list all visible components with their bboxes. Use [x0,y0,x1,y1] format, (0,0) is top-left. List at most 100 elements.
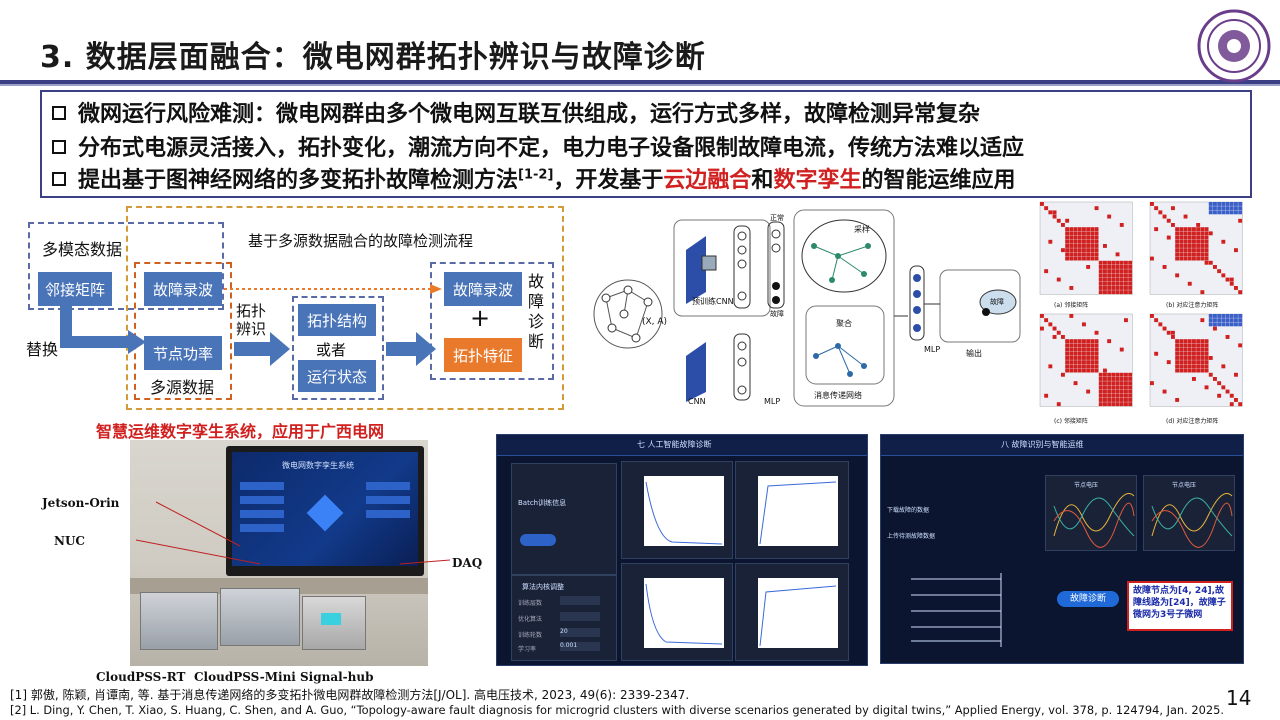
run-state-box: 运行状态 [298,360,376,392]
heatmap-cell [1090,343,1095,348]
gnn-architecture-diagram: (X, A) 预训练CNN 正常 故障 CNN MLP 采样 聚合 消息传递网络… [593,209,1021,407]
highlight-cloud-edge: 云边融合 [663,168,752,193]
heatmap-cell [1069,347,1074,352]
twin-caption: 智慧运维数字孪生系统，应用于广西电网 [96,422,385,441]
heatmap-cell [1179,235,1184,240]
heatmap-cell [1090,244,1095,248]
heatmap-cell [1196,248,1201,253]
heatmap-cell [1187,244,1192,248]
heatmap-cell [1124,273,1128,278]
lr-input[interactable]: 0.001 [560,642,600,651]
heatmap-cell [1119,389,1124,394]
heatmap-cell [1086,356,1091,360]
heatmap-cell [1098,290,1103,295]
heatmap-cell [1124,377,1128,381]
cnn-label: CNN [688,397,706,406]
heatmap-cell [1107,377,1112,381]
heatmap-cell [1098,385,1103,390]
heatmap-cell [1103,385,1107,390]
heatmap-cell [1234,372,1238,377]
heatmap-cell [1073,347,1078,352]
heatmap-cell [1229,202,1234,206]
university-seal-icon [1197,9,1271,83]
heatmap-cell [1124,277,1128,282]
heatmap-cell [1077,347,1082,352]
heatmap-cell [1171,206,1175,211]
heatmap-cell [1187,235,1192,240]
optimizer-select[interactable] [560,612,600,621]
heatmap-cell [1111,377,1116,381]
heatmap-cell [1200,235,1205,240]
heatmap-cell [1175,343,1180,348]
heatmap-cell [1238,218,1243,223]
heatmap-cell [1077,368,1082,373]
heatmap-cell [1115,393,1120,398]
heatmap-cell [1077,256,1082,261]
heatmap-cell [1119,385,1124,390]
heatmap-cell [1073,381,1078,386]
heatmap-cell [1090,347,1095,352]
heatmap-cell [1065,252,1070,257]
fault-diagnosis-button[interactable]: 故障诊断 [1057,591,1119,607]
train-button[interactable] [520,534,556,546]
heatmap-cell [1082,368,1086,373]
heatmap-cell [1107,286,1112,290]
heatmap-cell [1103,244,1107,248]
heatmap-cell [1082,227,1086,232]
heatmap-cell [1225,206,1230,211]
heatmap-caption-c: (c) 邻接矩阵 [1054,418,1088,425]
heatmap-cell [1107,339,1112,344]
heatmap-cell [1073,256,1078,261]
bullet-item: 提出基于图神经网络的多变拓扑故障检测方法[1-2]，开发基于云边融合和数字孪生的… [52,162,1015,194]
reference-2: [2] L. Ding, Y. Chen, T. Xiao, S. Huang,… [10,703,1224,717]
heatmap-cell [1111,281,1116,286]
heatmap-cell [1225,322,1230,327]
heatmap-cell [1111,402,1116,407]
heatmap-cell [1179,343,1184,348]
heatmap-cell [1069,256,1074,261]
heatmap-cell [1086,347,1091,352]
heatmap-cell [1238,343,1243,348]
heatmap-cell [1086,227,1091,232]
heatmap-cell [1192,364,1196,369]
algo-label: 算法内核调整 [522,583,564,591]
heatmap-cell [1234,398,1238,402]
heatmap-cell [1183,227,1188,232]
heatmap-cell [1154,318,1159,323]
heatmap-cell [1115,260,1120,265]
heatmap-cell [1171,335,1175,339]
heatmap-cell [1187,356,1192,360]
heatmap-cell [1052,335,1057,339]
heatmap-cell [1073,339,1078,344]
heatmap-cell [1229,314,1234,318]
layers-select[interactable] [560,596,600,605]
heatmap-cell [1052,326,1057,331]
heatmap-cell [1082,252,1086,257]
heatmap-cell [1069,227,1074,232]
heatmap-cell [1065,343,1070,348]
heatmap-cell [1217,202,1222,206]
heatmap-cell [1229,318,1234,323]
heatmap-cell [1204,248,1209,253]
heatmap-cell [1086,360,1091,365]
heatmap-cell [1150,314,1154,318]
heatmap-cell [1179,360,1184,365]
heatmap-cell [1200,343,1205,348]
heatmap-cell [1234,210,1238,215]
heatmap-cell [1124,265,1128,269]
heatmap-cell [1229,402,1234,407]
heatmap-cell [1086,235,1091,240]
heatmap-cell [1200,318,1205,323]
heatmap-cell [1162,389,1167,394]
heatmap-cell [1077,235,1082,240]
heatmap-cell [1073,244,1078,248]
heatmap-cell [1069,244,1074,248]
heatmap-cell [1196,231,1201,236]
heatmap-cell [1098,398,1103,402]
heatmap-cell [1213,314,1217,318]
epochs-input[interactable]: 20 [560,628,600,637]
heatmap-cell [1200,364,1205,369]
heatmap-cell [1077,339,1082,344]
heatmap-cell [1200,248,1205,253]
heatmap-cell [1221,206,1226,211]
